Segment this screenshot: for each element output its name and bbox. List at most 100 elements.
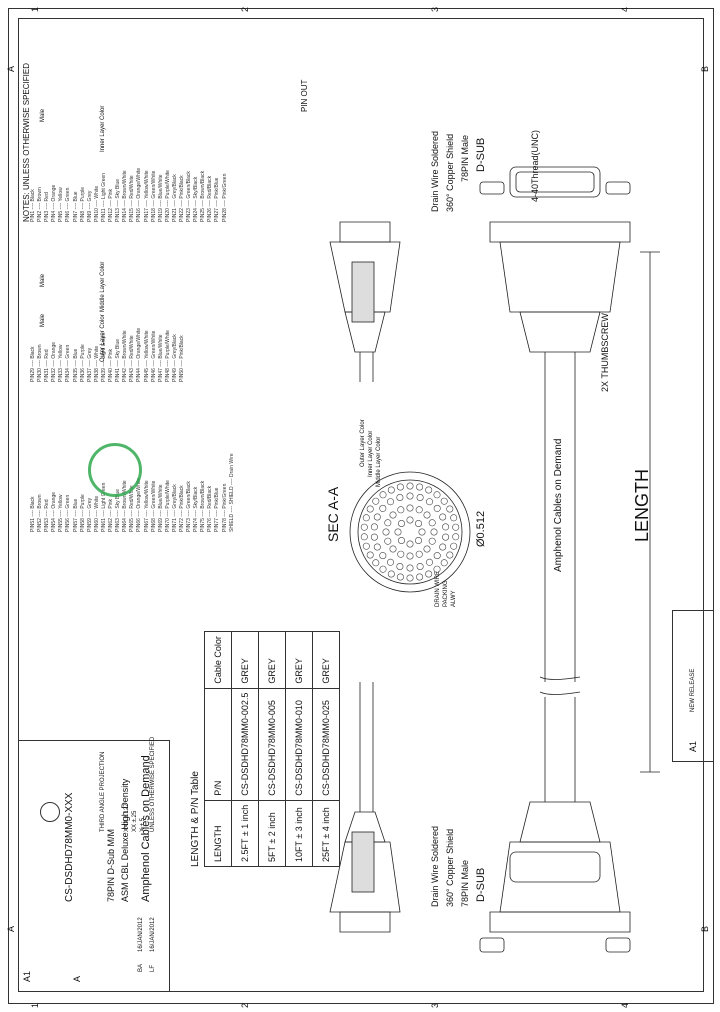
revision-rev: A1: [688, 740, 698, 752]
thumbscrew-icon: [605, 937, 631, 953]
table-row: 25FT ± 4 inch CS-DSDHD78MM0-025 GREY: [312, 631, 340, 867]
length-table-title: LENGTH & P/N Table: [190, 771, 201, 867]
conductor: [379, 565, 387, 573]
conductor: [416, 573, 424, 581]
conductor: [433, 565, 441, 573]
conductor: [423, 545, 431, 553]
cable-label: Amphenol Cables on Demand: [553, 438, 564, 572]
conductor: [406, 552, 414, 560]
conductor: [389, 511, 397, 519]
thumbscrew-icon: [479, 181, 505, 195]
conductor: [428, 519, 436, 527]
conductor: [450, 542, 458, 550]
conductor: [406, 492, 414, 500]
conductor: [428, 537, 436, 545]
conductor: [416, 563, 424, 571]
conductor: [373, 513, 381, 521]
conductor: [423, 511, 431, 519]
conductor: [397, 537, 405, 545]
table-header: Cable Color: [204, 631, 232, 689]
conductor: [425, 498, 433, 506]
conductor: [406, 516, 414, 524]
table-cell: GREY: [231, 631, 259, 689]
right-shield-label: 360° Copper Shield: [445, 828, 455, 907]
conductor: [425, 486, 433, 494]
diameter-label: Ø0.512: [475, 510, 487, 547]
table-cell: CS-DSDHD78MM0-005: [258, 688, 286, 801]
conductor: [442, 533, 450, 541]
tolerance-header: UNLESS OTHERWISE SPECIFIED: [150, 736, 156, 832]
conductor: [439, 513, 447, 521]
table-cell: GREY: [285, 631, 313, 689]
table-cell: GREY: [258, 631, 286, 689]
conductor: [386, 498, 394, 506]
conductor: [406, 574, 414, 582]
drawn-by: LF: [150, 964, 156, 972]
conductor: [446, 505, 454, 513]
table-cell: CS-DSDHD78MM0-010: [285, 688, 313, 801]
section-callout: Outer Layer Color: [360, 419, 366, 467]
drawn-date: 16/JAN/2012: [150, 917, 156, 952]
table-cell: CS-DSDHD78MM0-002.5: [231, 688, 259, 801]
conductor: [406, 540, 414, 548]
conductor: [406, 564, 414, 572]
conductor: [387, 570, 395, 578]
left-front-backshell: [339, 221, 391, 243]
conductor: [415, 506, 423, 514]
conductor: [396, 494, 404, 502]
size-value: A: [72, 975, 82, 982]
rev-value: A1: [22, 970, 32, 982]
jacket-callout: ALWY: [451, 590, 457, 607]
description-line: 78PIN D-Sub M/M: [106, 828, 116, 902]
conductor: [406, 482, 414, 490]
conductor: [370, 523, 378, 531]
conductor: [372, 497, 380, 505]
table-row: 2.5FT ± 1 inch CS-DSDHD78MM0-002.5 GREY: [231, 631, 259, 867]
conductor: [425, 558, 433, 566]
conductor: [440, 497, 448, 505]
section-conductors: [360, 482, 460, 582]
conductor: [379, 504, 387, 512]
left-pins-label: 78PIN Male: [460, 134, 470, 182]
conductor: [416, 494, 424, 502]
conductor: [384, 537, 392, 545]
table-cell: 10FT ± 3 inch: [285, 800, 313, 867]
table-cell: GREY: [312, 631, 340, 689]
conductor: [396, 573, 404, 581]
conductor: [433, 552, 441, 560]
conductor: [442, 523, 450, 531]
left-shield-label: 360° Copper Shield: [445, 133, 455, 212]
section-callout: Inner Layer Color: [368, 430, 374, 477]
conductor: [440, 559, 448, 567]
conductor: [397, 550, 405, 558]
right-pins-label: 78PIN Male: [460, 859, 470, 907]
conductor: [373, 543, 381, 551]
conductor: [418, 528, 426, 536]
conductor: [386, 558, 394, 566]
table-cell: CS-DSDHD78MM0-025: [312, 688, 340, 801]
table-header: P/N: [204, 688, 232, 801]
table-row: 5FT ± 2 inch CS-DSDHD78MM0-005 GREY: [258, 631, 286, 867]
jacket-callout: DRAIN WIRE: [435, 571, 441, 607]
thread-label: 4-40Thread(UNC): [530, 129, 540, 202]
conductor: [439, 543, 447, 551]
table-cell: 25FT ± 4 inch: [312, 800, 340, 867]
conductor: [397, 506, 405, 514]
section-label: SEC A-A: [325, 486, 341, 542]
left-dsub-label: D-SUB: [475, 137, 487, 172]
revision-description: NEW RELEASE: [690, 668, 696, 712]
tolerance-line: X ±.5: [140, 818, 146, 832]
checked-by: BA: [138, 963, 144, 972]
conductor: [362, 514, 370, 522]
conductor: [370, 533, 378, 541]
table-row: 10FT ± 3 inch CS-DSDHD78MM0-010 GREY: [285, 631, 313, 867]
conductor: [360, 523, 368, 531]
conductor: [366, 551, 374, 559]
checked-date: 16/JAN/2012: [138, 917, 144, 952]
conductor: [360, 533, 368, 541]
right-drain-label: Drain Wire Soldered: [430, 825, 440, 907]
right-dsub-label: D-SUB: [475, 867, 487, 902]
conductor: [396, 563, 404, 571]
conductor: [414, 537, 422, 545]
conductor: [384, 519, 392, 527]
